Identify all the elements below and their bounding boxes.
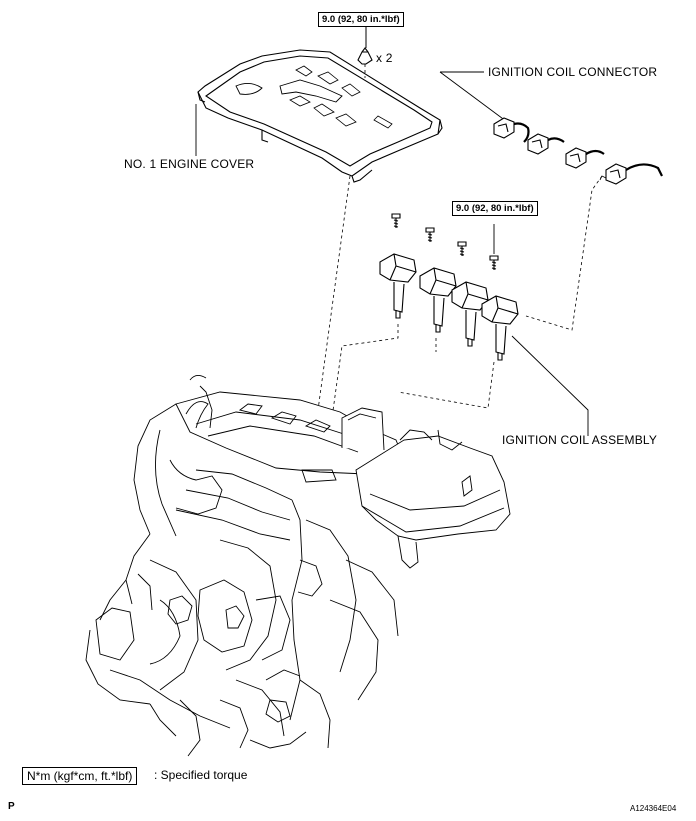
cover-nut-icon (357, 47, 373, 65)
ignition-coil-connector-part (493, 117, 663, 185)
legend-unit-box: N*m (kgf*cm, ft.*lbf) (22, 767, 138, 785)
torque-leader-cover (365, 26, 367, 48)
engine-cover-part (197, 49, 443, 183)
engine-block-part (85, 375, 511, 757)
label-ignition-coil-assembly: IGNITION COIL ASSEMBLY (502, 433, 658, 447)
ignition-coil-assembly-part (379, 253, 519, 361)
torque-spec-coil: 9.0 (92, 80 in.*lbf) (452, 201, 538, 216)
figure-code: A124364E04 (630, 804, 677, 813)
coil-bolt-icon (391, 213, 499, 270)
quantity-mark: x 2 (376, 51, 393, 65)
legend-description: : Specified torque (154, 768, 248, 782)
label-ignition-coil-connector: IGNITION COIL CONNECTOR (488, 65, 658, 79)
label-no1-engine-cover: NO. 1 ENGINE COVER (124, 157, 255, 171)
torque-spec-cover: 9.0 (92, 80 in.*lbf) (318, 12, 404, 27)
corner-mark: P (8, 801, 15, 812)
